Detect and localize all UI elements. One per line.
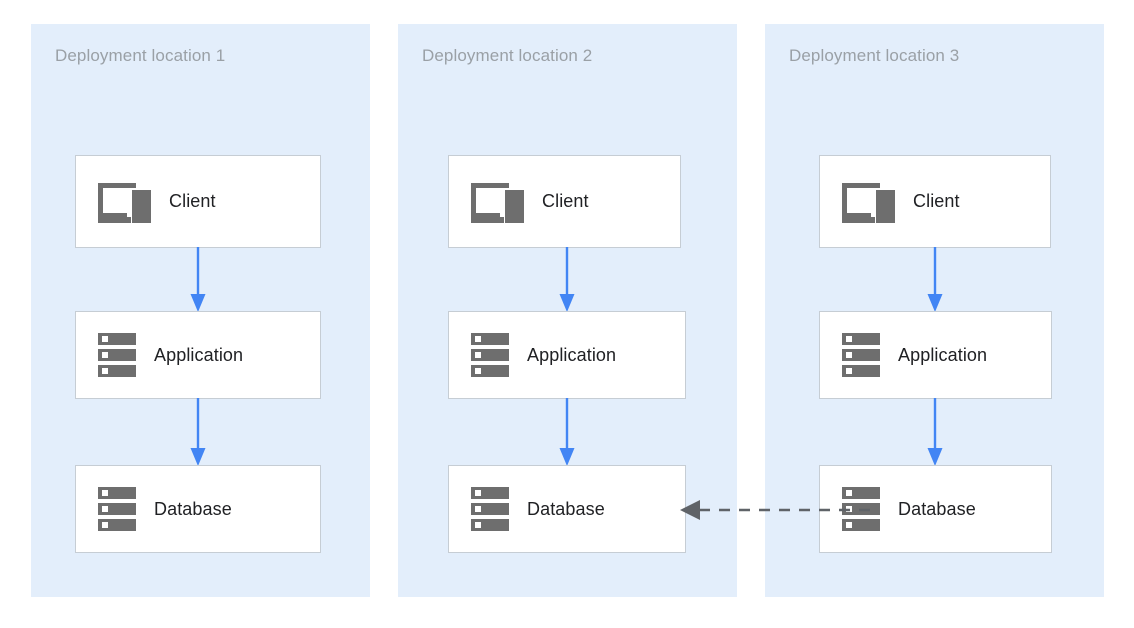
node-label-application-3: Application bbox=[898, 344, 988, 365]
devices-icon bbox=[471, 183, 524, 223]
server-icon bbox=[471, 333, 509, 377]
deployment-location-panel-2: Deployment location 2 Client Applicat bbox=[398, 24, 737, 597]
devices-icon bbox=[842, 183, 895, 223]
node-database-1[interactable]: Database bbox=[75, 465, 321, 553]
node-client-1[interactable]: Client bbox=[75, 155, 321, 248]
node-label-database-3: Database bbox=[898, 498, 976, 519]
devices-icon bbox=[98, 183, 151, 223]
deployment-location-panel-1: Deployment location 1 Client bbox=[31, 24, 370, 597]
node-label-application-2: Application bbox=[527, 344, 617, 365]
arrow-database-replication bbox=[680, 500, 870, 520]
node-application-3[interactable]: Application bbox=[819, 311, 1052, 399]
panel-title-3: Deployment location 3 bbox=[789, 46, 960, 65]
server-icon bbox=[471, 487, 509, 531]
node-application-1[interactable]: Application bbox=[75, 311, 321, 399]
deployment-location-panel-3: Deployment location 3 Client Applicat bbox=[765, 24, 1104, 597]
arrow-application-to-database-2 bbox=[559, 398, 575, 466]
node-label-client-1: Client bbox=[169, 191, 216, 211]
node-client-2[interactable]: Client bbox=[448, 155, 681, 248]
node-label-client-3: Client bbox=[913, 191, 960, 211]
arrow-client-to-application-1 bbox=[190, 247, 206, 312]
server-icon bbox=[98, 487, 136, 531]
node-client-3[interactable]: Client bbox=[819, 155, 1051, 248]
node-label-client-2: Client bbox=[542, 191, 589, 211]
arrow-client-to-application-2 bbox=[559, 247, 575, 312]
node-label-application-1: Application bbox=[154, 344, 244, 365]
node-application-2[interactable]: Application bbox=[448, 311, 686, 399]
node-label-database-1: Database bbox=[154, 498, 232, 519]
server-icon bbox=[98, 333, 136, 377]
panel-title-1: Deployment location 1 bbox=[55, 46, 226, 65]
panel-title-2: Deployment location 2 bbox=[422, 46, 593, 65]
arrow-application-to-database-3 bbox=[927, 398, 943, 466]
arrow-application-to-database-1 bbox=[190, 398, 206, 466]
node-database-2[interactable]: Database bbox=[448, 465, 686, 553]
node-label-database-2: Database bbox=[527, 498, 605, 519]
server-icon bbox=[842, 333, 880, 377]
arrow-client-to-application-3 bbox=[927, 247, 943, 312]
